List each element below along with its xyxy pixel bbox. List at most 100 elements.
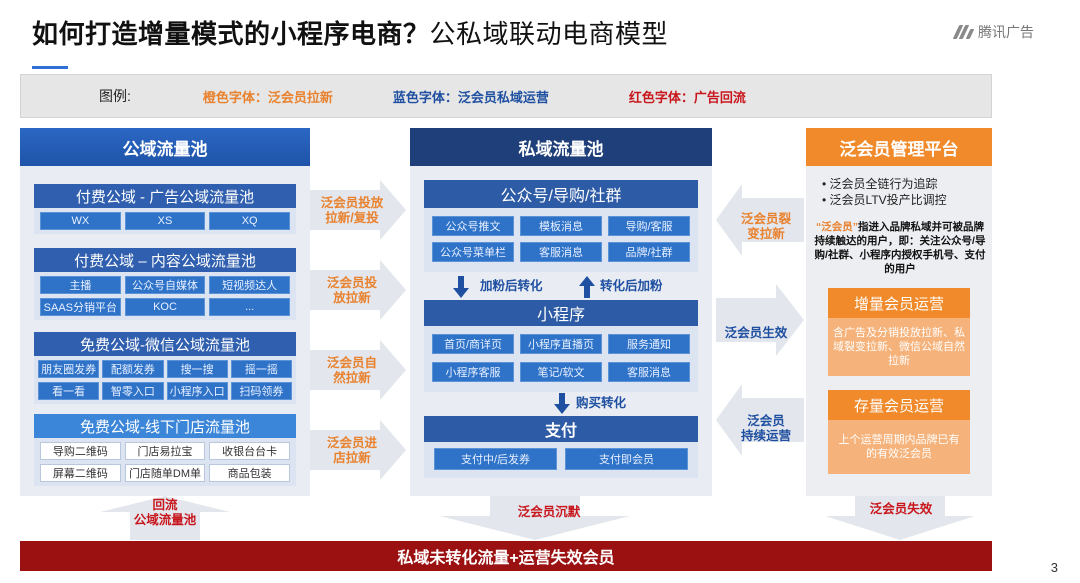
public-pool-panel: 公域流量池 付费公域 - 广告公域流量池 WX XS XQ 付费公域 – 内容公…	[20, 128, 310, 496]
chip: WX	[40, 212, 121, 230]
chip: ...	[209, 298, 290, 316]
public-group-ads: 付费公域 - 广告公域流量池 WX XS XQ	[34, 184, 296, 234]
label-line: 公域流量池	[133, 513, 197, 527]
private-pay-chips: 支付中/后发券 支付即会员	[424, 442, 698, 476]
arrow-label-line: 泛会员投放	[320, 196, 384, 210]
chip: 摇一摇	[230, 360, 292, 378]
private-mini-title: 小程序	[424, 300, 698, 326]
chip: 支付即会员	[565, 448, 688, 470]
arrow-label-line: 泛会员进	[326, 436, 377, 450]
left-arrow-shape	[716, 184, 804, 256]
right-arrow-shape	[310, 340, 406, 400]
public-group-content: 付费公域 – 内容公域流量池 主播 公众号自媒体 短视频达人 SAAS分销平台 …	[34, 248, 296, 320]
chip: XS	[124, 212, 206, 230]
arrow-label-line: 放拉新	[333, 291, 371, 305]
chip: 看一看	[38, 382, 100, 400]
chip: 客服消息	[520, 242, 602, 262]
chip: 门店随单DM单	[124, 464, 206, 482]
chip: 扫码领券	[230, 382, 292, 400]
chip: 配额发券	[102, 360, 164, 378]
chip: SAAS分销平台	[40, 298, 121, 316]
definition-text: 指进入品牌私域并可被品牌持续触达的用户，即：关注公众号/导购/社群、小程序内授权…	[814, 221, 986, 275]
arrow-label-purchase: 购买转化	[576, 396, 627, 410]
down-arrow-icon	[554, 393, 570, 414]
arrow-label-natural: 泛会员自 然拉新	[312, 356, 392, 386]
platform-definition: “泛会员”指进入品牌私域并可被品牌持续触达的用户，即：关注公众号/导购/社群、小…	[812, 220, 988, 276]
chip: 屏幕二维码	[40, 464, 121, 482]
platform-panel: 泛会员管理平台 • 泛会员全链行为追踪 • 泛会员LTV投产比调控 “泛会员”指…	[806, 128, 992, 496]
bullet-text: 泛会员LTV投产比调控	[829, 193, 947, 207]
label-invalid: 泛会员失效	[869, 502, 933, 516]
legend-orange: 橙色字体：泛会员拉新	[202, 89, 333, 105]
public-group-ads-chips: WX XS XQ	[34, 208, 296, 234]
right-arrow-shape	[310, 420, 406, 480]
brand-name: 腾讯广告	[978, 24, 1034, 40]
arrow-label-paid-content: 泛会员投 放拉新	[312, 276, 392, 306]
chip: 导购二维码	[40, 442, 121, 460]
right-arrow-shape	[310, 180, 406, 240]
arrow-label-continuous: 泛会员 持续运营	[728, 414, 804, 444]
private-pay-title: 支付	[424, 416, 698, 442]
title-sub: 公私域联动电商模型	[429, 19, 669, 49]
up-arrow-shape	[100, 496, 230, 540]
public-group-wechat-title: 免费公域-微信公域流量池	[34, 332, 296, 356]
right-arrow-shape	[716, 284, 804, 356]
private-platform-arrows	[716, 184, 804, 456]
public-group-offline-chips: 导购二维码 门店易拉宝 收银台台卡 屏幕二维码 门店随单DM单 商品包装	[34, 438, 296, 486]
arrow-label-line: 店拉新	[333, 451, 371, 465]
legend-title: 图例:	[99, 88, 131, 104]
private-official-title: 公众号/导购/社群	[424, 180, 698, 208]
growth-ops-desc: 含广告及分销投放拉新、私域裂变拉新、微信公域自然拉新	[828, 318, 970, 376]
left-arrow-shape	[716, 384, 804, 456]
public-group-wechat: 免费公域-微信公域流量池 朋友圈发券 配额发券 搜一搜 摇一摇 看一看 智零入口…	[34, 332, 296, 404]
legend-blue: 蓝色字体：泛会员私域运营	[392, 89, 549, 105]
chip: 主播	[40, 276, 121, 294]
stock-ops-title: 存量会员运营	[828, 390, 970, 420]
public-group-content-title: 付费公域 – 内容公域流量池	[34, 248, 296, 272]
legend-bar: 图例: 橙色字体：泛会员拉新 蓝色字体：泛会员私域运营 红色字体：广告回流	[20, 74, 992, 118]
public-group-wechat-chips: 朋友圈发券 配额发券 搜一搜 摇一摇 看一看 智零入口 小程序入口 扫码领券	[34, 356, 296, 404]
arrow-label-line: 然拉新	[333, 371, 371, 385]
chip: 短视频达人	[209, 276, 290, 294]
down-arrow-icon	[453, 276, 469, 298]
chip: 搜一搜	[166, 360, 228, 378]
bottom-arrows	[100, 496, 975, 540]
public-group-ads-title: 付费公域 - 广告公域流量池	[34, 184, 296, 208]
page-number: 3	[1050, 560, 1058, 575]
arrow-label-fission: 泛会员裂 变拉新	[728, 212, 804, 242]
private-pool-panel: 私域流量池 公众号/导购/社群 公众号推文 模板消息 导购/客服 公众号菜单栏 …	[410, 128, 712, 496]
label-backflow: 回流 公域流量池	[110, 498, 220, 528]
chip: 支付中/后发券	[434, 448, 557, 470]
chip: 客服消息	[608, 362, 690, 382]
chip: 公众号自媒体	[124, 276, 206, 294]
arrow-label-offline: 泛会员进 店拉新	[312, 436, 392, 466]
public-pool-title: 公域流量池	[20, 128, 310, 166]
private-pay-box: 支付 支付中/后发券 支付即会员	[424, 416, 698, 478]
arrow-label-line: 拉新/复投	[325, 211, 379, 225]
tencent-ads-logo-icon	[952, 25, 975, 39]
arrow-label-line: 泛会员生效	[724, 326, 788, 340]
definition-quote: “泛会员”	[816, 221, 858, 233]
chip: 小程序客服	[432, 362, 514, 382]
arrow-label-line: 泛会员裂	[740, 212, 791, 226]
up-arrow-icon	[579, 276, 595, 298]
chip: 公众号菜单栏	[432, 242, 514, 262]
chip: 公众号推文	[432, 216, 514, 236]
private-pool-title: 私域流量池	[410, 128, 712, 166]
arrow-label-line: 泛会员自	[326, 356, 377, 370]
public-group-offline-title: 免费公域-线下门店流量池	[34, 414, 296, 438]
arrow-label-convert-follow: 转化后加粉	[600, 279, 663, 293]
chip: KOC	[124, 298, 206, 316]
arrow-label-paid-ads: 泛会员投放 拉新/复投	[312, 196, 392, 226]
chip: 首页/商详页	[432, 334, 514, 354]
title-main: 如何打造增量模式的小程序电商？	[32, 19, 430, 49]
title-underline	[32, 66, 68, 69]
private-mini-box: 小程序 首页/商详页 小程序直播页 服务通知 小程序客服 笔记/软文 客服消息	[424, 300, 698, 392]
arrow-label-line: 持续运营	[740, 429, 791, 443]
platform-bullets: • 泛会员全链行为追踪 • 泛会员LTV投产比调控	[822, 176, 990, 208]
platform-title: 泛会员管理平台	[806, 128, 992, 166]
label-silent: 泛会员沉默	[517, 505, 581, 519]
page-title: 如何打造增量模式的小程序电商？公私域联动电商模型	[32, 14, 668, 51]
public-group-content-chips: 主播 公众号自媒体 短视频达人 SAAS分销平台 KOC ...	[34, 272, 296, 320]
legend-red: 红色字体：广告回流	[628, 89, 746, 105]
